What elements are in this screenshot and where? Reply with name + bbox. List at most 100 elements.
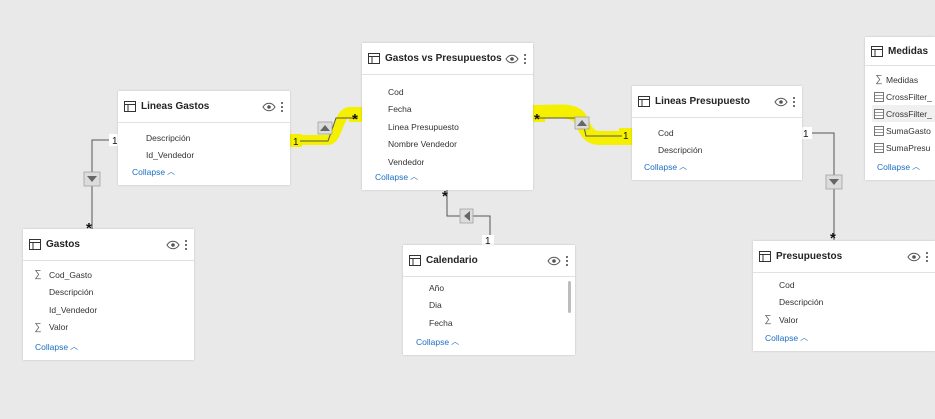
field-row[interactable]: Descripción (761, 294, 935, 312)
chevron-up-icon: ︿ (800, 333, 809, 342)
collapse-link[interactable]: Collapse︿ (416, 336, 459, 347)
collapse-link[interactable]: Collapse︿ (644, 161, 687, 172)
calculator-icon (874, 142, 884, 153)
collapse-label: Collapse (132, 166, 166, 177)
scrollbar[interactable] (568, 281, 571, 313)
filter-arrow-icon (459, 208, 474, 224)
filter-arrow-icon (825, 174, 843, 190)
field-row[interactable]: Id_Vendedor (132, 147, 290, 165)
chevron-up-icon: ︿ (410, 172, 419, 181)
more-options-icon[interactable] (280, 101, 284, 112)
cardinality-many: * (830, 230, 836, 247)
calculator-icon (874, 91, 884, 102)
field-label: Año (429, 282, 445, 293)
field-row[interactable]: Fecha (415, 314, 575, 332)
table-card-header[interactable]: Gastos vs Presupuestos (362, 43, 533, 75)
eye-icon[interactable] (774, 97, 788, 107)
field-row[interactable]: ∑Cod_Gasto (31, 266, 194, 284)
sigma-icon: ∑ (875, 74, 883, 85)
field-row[interactable]: ∑Valor (31, 319, 194, 337)
field-row[interactable]: Cod (374, 83, 533, 101)
field-row[interactable]: Descripción (644, 142, 802, 160)
filter-arrow-icon (83, 171, 101, 187)
field-label: Descripción (658, 145, 703, 156)
field-label: Id_Vendedor (49, 304, 98, 315)
table-card-header[interactable]: Lineas Presupuesto (632, 86, 802, 118)
table-card-calendario[interactable]: Calendario Año Dia Fecha Collapse︿ (403, 245, 575, 355)
table-card-header[interactable]: Presupuestos (753, 241, 935, 273)
collapse-link[interactable]: Collapse︿ (375, 171, 418, 182)
calculator-icon (874, 125, 884, 136)
field-label: Cod (779, 279, 795, 290)
field-row[interactable]: ∑Valor (761, 311, 935, 329)
field-row[interactable]: Dia (415, 297, 575, 315)
table-card-header[interactable]: Medidas (865, 37, 935, 66)
eye-icon[interactable] (166, 240, 180, 250)
field-row[interactable]: Linea Presupuesto (374, 118, 533, 136)
field-label: Linea Presupuesto (388, 121, 459, 132)
table-card-gastos[interactable]: Gastos ∑Cod_Gasto Descripción Id_Vendedo… (23, 229, 194, 360)
cardinality-many: * (534, 111, 540, 128)
field-label: Descripción (146, 132, 191, 143)
collapse-label: Collapse (375, 171, 409, 182)
field-label: Cod (388, 86, 404, 97)
cardinality-one: 1 (293, 137, 299, 148)
table-card-header[interactable]: Calendario (403, 245, 575, 277)
table-card-header[interactable]: Gastos (23, 229, 194, 261)
field-label: Fecha (388, 104, 412, 115)
eye-icon[interactable] (262, 102, 276, 112)
field-row[interactable]: Año (415, 279, 575, 297)
more-options-icon[interactable] (925, 251, 929, 262)
field-label: Vendedor (388, 156, 425, 167)
field-row[interactable]: CrossFilter_ (872, 88, 935, 105)
more-options-icon[interactable] (565, 255, 569, 266)
field-label: Fecha (429, 317, 453, 328)
field-row[interactable]: SumaPresu (872, 139, 935, 156)
field-label: Nombre Vendedor (388, 139, 457, 150)
field-row[interactable]: Nombre Vendedor (374, 136, 533, 154)
filter-arrow-icon (574, 116, 590, 130)
field-row[interactable]: Cod (644, 124, 802, 142)
table-icon (29, 239, 41, 250)
field-row[interactable]: CrossFilter_ (872, 105, 935, 122)
field-row[interactable]: Cod (761, 276, 935, 294)
table-title: Lineas Presupuesto (655, 96, 751, 107)
field-row[interactable]: Descripción (31, 284, 194, 302)
more-options-icon[interactable] (184, 239, 188, 250)
table-icon (759, 251, 771, 262)
more-options-icon[interactable] (792, 96, 796, 107)
table-icon (871, 45, 883, 57)
collapse-label: Collapse (416, 336, 450, 347)
collapse-label: Collapse (877, 161, 911, 172)
collapse-label: Collapse (765, 332, 799, 343)
table-card-lineas-presupuesto[interactable]: Lineas Presupuesto Cod Descripción Colla… (632, 86, 802, 180)
table-title: Calendario (426, 255, 478, 266)
collapse-link[interactable]: Collapse︿ (877, 161, 920, 172)
cardinality-one: 1 (112, 136, 118, 147)
eye-icon[interactable] (907, 252, 921, 262)
field-row[interactable]: SumaGasto (872, 122, 935, 139)
more-options-icon[interactable] (523, 53, 527, 64)
table-card-header[interactable]: Lineas Gastos (118, 91, 290, 123)
table-card-presupuestos[interactable]: Presupuestos Cod Descripción ∑Valor Coll… (753, 241, 935, 351)
collapse-link[interactable]: Collapse︿ (35, 341, 78, 352)
field-label: Descripción (49, 287, 94, 298)
sigma-icon: ∑ (34, 269, 42, 281)
table-icon (409, 255, 421, 266)
eye-icon[interactable] (505, 54, 519, 64)
field-label: CrossFilter_ (886, 91, 932, 102)
field-row[interactable]: Fecha (374, 101, 533, 119)
field-row[interactable]: Vendedor (374, 153, 533, 171)
table-title: Gastos vs Presupuestos (385, 53, 502, 64)
collapse-link[interactable]: Collapse︿ (132, 166, 175, 177)
eye-icon[interactable] (547, 256, 561, 266)
table-card-medidas[interactable]: Medidas ∑Medidas CrossFilter_ CrossFilte… (865, 37, 935, 180)
field-row[interactable]: Descripción (132, 129, 290, 147)
table-card-gastos-vs-presupuestos[interactable]: Gastos vs Presupuestos Cod Fecha Linea P… (362, 43, 533, 190)
filter-arrow-icon (317, 121, 333, 135)
collapse-link[interactable]: Collapse︿ (765, 332, 808, 343)
field-row[interactable]: Id_Vendedor (31, 301, 194, 319)
table-card-lineas-gastos[interactable]: Lineas Gastos Descripción Id_Vendedor Co… (118, 91, 290, 185)
field-row[interactable]: ∑Medidas (872, 71, 935, 88)
